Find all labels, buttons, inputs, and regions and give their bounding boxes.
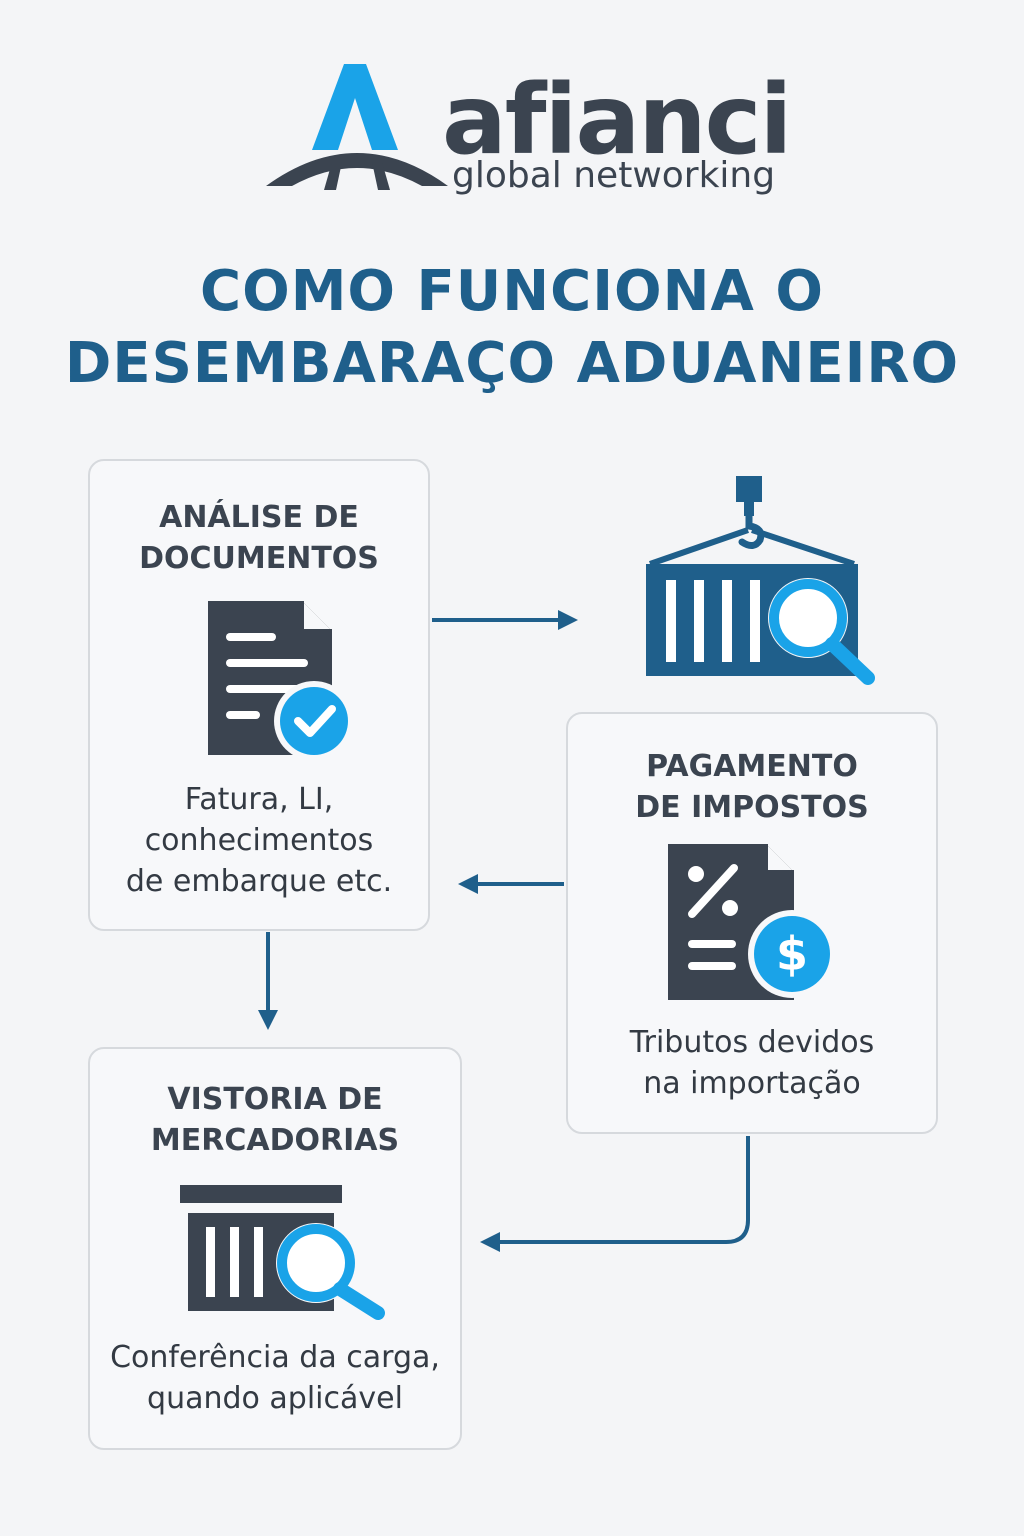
step-description-line: quando aplicável bbox=[147, 1381, 403, 1416]
step-description-line: conhecimentos bbox=[144, 823, 374, 858]
step-title-line: DE IMPOSTOS bbox=[635, 790, 869, 825]
document-check-icon bbox=[208, 601, 354, 761]
step-description-line: Conferência da carga, bbox=[110, 1340, 440, 1375]
step-title-line: DOCUMENTOS bbox=[139, 541, 379, 576]
step-card-document-analysis: ANÁLISE DE DOCUMENTOS Fatura, LI, conhec… bbox=[88, 459, 430, 931]
container-inspection-icon bbox=[180, 1185, 385, 1320]
step-title: VISTORIA DE MERCADORIAS bbox=[90, 1079, 460, 1161]
page-title-line-1: COMO FUNCIONA O bbox=[200, 259, 824, 324]
step-title-line: VISTORIA DE bbox=[167, 1082, 383, 1117]
step-title-line: MERCADORIAS bbox=[150, 1123, 400, 1158]
step-title: ANÁLISE DE DOCUMENTOS bbox=[90, 497, 428, 579]
step-description-line: na importação bbox=[643, 1066, 861, 1101]
crane-container-search-icon bbox=[646, 476, 875, 685]
step-description-line: de embarque etc. bbox=[125, 864, 393, 899]
step-title: PAGAMENTO DE IMPOSTOS bbox=[568, 746, 936, 828]
brand-tagline: global networking bbox=[452, 155, 776, 196]
step-description: Tributos devidos na importação bbox=[568, 1022, 936, 1104]
step-card-goods-inspection: VISTORIA DE MERCADORIAS Conferência da c… bbox=[88, 1047, 462, 1450]
step-title-line: ANÁLISE DE bbox=[159, 500, 359, 535]
arrow-taxes-to-inspection bbox=[480, 1136, 750, 1252]
step-description: Conferência da carga, quando aplicável bbox=[90, 1337, 460, 1419]
brand-name: afianci bbox=[442, 64, 792, 176]
brand-logo: afianci global networking bbox=[262, 58, 792, 208]
step-description-line: Fatura, LI, bbox=[184, 782, 334, 817]
svg-text:$: $ bbox=[776, 927, 808, 981]
page-title-line-2: DESEMBARAÇO ADUANEIRO bbox=[64, 331, 960, 396]
step-card-tax-payment: PAGAMENTO DE IMPOSTOS $ Tributos devidos… bbox=[566, 712, 938, 1134]
step-description-line: Tributos devidos bbox=[629, 1025, 875, 1060]
tax-document-dollar-icon: $ bbox=[668, 844, 836, 1000]
step-title-line: PAGAMENTO bbox=[646, 749, 858, 784]
page-title: COMO FUNCIONA O DESEMBARAÇO ADUANEIRO bbox=[0, 256, 1024, 400]
step-description: Fatura, LI, conhecimentos de embarque et… bbox=[90, 779, 428, 902]
afianci-logo-icon bbox=[266, 64, 448, 190]
